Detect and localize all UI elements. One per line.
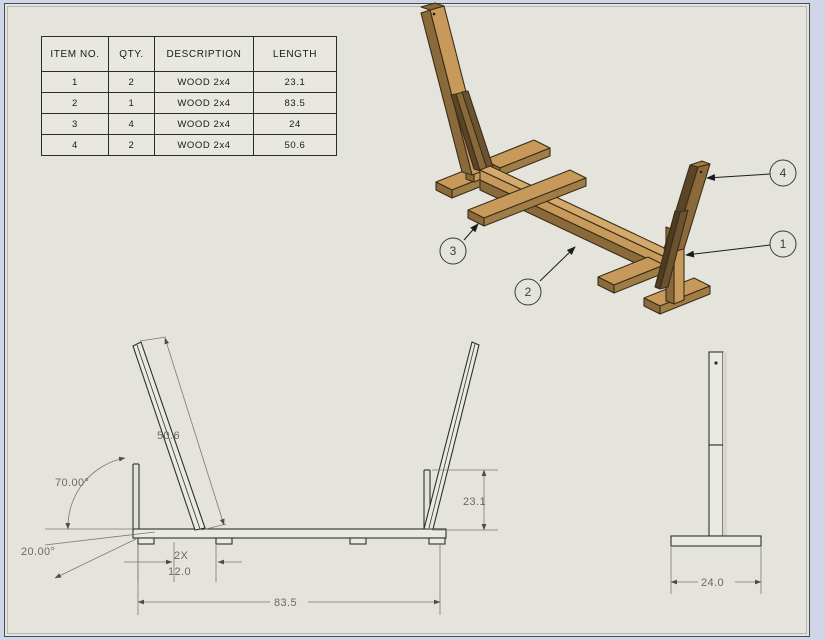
bom-cell-description: WOOD 2x4	[154, 92, 254, 114]
bom-header-qty: QTY.	[108, 36, 155, 72]
dimension-angle-20	[44, 531, 156, 579]
dim-12-0-label: 12.0	[168, 566, 191, 578]
balloon-3-circle[interactable]	[439, 237, 467, 265]
balloon-2-label: 2	[525, 285, 532, 299]
scroll-gutter-bottom[interactable]	[0, 637, 825, 640]
iso-part-brace-right	[654, 209, 689, 290]
front-foot-1	[137, 537, 155, 545]
balloon-1-circle[interactable]	[769, 230, 797, 258]
dimension-height-23-1	[432, 469, 498, 531]
isometric-assembly-view: 4 1 3 2	[420, 2, 797, 315]
bom-header-item-no: ITEM NO.	[41, 36, 109, 72]
bom-header-length: LENGTH	[253, 36, 337, 72]
iso-geometry	[420, 2, 711, 315]
side-base-board	[670, 535, 762, 547]
bom-header-description: DESCRIPTION	[154, 36, 254, 72]
dim-83-5-label: 83.5	[274, 597, 297, 609]
front-foot-3	[349, 537, 367, 545]
side-post-lower	[708, 444, 724, 537]
bom-cell-qty: 1	[108, 92, 155, 114]
front-foot-2	[215, 537, 233, 545]
bom-cell-qty: 2	[108, 134, 155, 156]
front-geometry	[132, 341, 480, 545]
bom-cell-item: 2	[41, 92, 109, 114]
bom-cell-length: 24	[253, 113, 337, 135]
scroll-gutter-right[interactable]	[812, 0, 825, 640]
balloon-4-leader	[706, 173, 771, 181]
dim-50-6-line	[164, 337, 225, 526]
dim-2x-label: 2X	[174, 550, 189, 562]
bom-cell-length: 50.6	[253, 134, 337, 156]
balloon-3-leader	[463, 223, 479, 241]
front-tilted-right	[423, 341, 480, 530]
side-fastener-mark	[714, 361, 718, 365]
iso-balloon-2[interactable]: 2	[514, 246, 576, 306]
dim-83-5-label-mask	[270, 593, 308, 609]
bom-cell-qty: 4	[108, 113, 155, 135]
dim-50-6-label: 50.6	[157, 430, 180, 442]
balloon-2-circle[interactable]	[514, 278, 542, 306]
front-foot-4	[428, 537, 446, 545]
dim-23-1-label: 23.1	[463, 496, 486, 508]
bill-of-materials-table: ITEM NO. QTY. DESCRIPTION LENGTH 1 2 WOO…	[41, 36, 337, 156]
bom-cell-description: WOOD 2x4	[154, 71, 254, 93]
balloon-1-label: 1	[780, 237, 787, 251]
dim-50-6-ext-top	[139, 336, 167, 342]
side-post-upper	[708, 351, 724, 446]
front-post-left	[132, 464, 140, 529]
table-row: 1 2 WOOD 2x4 23.1	[41, 71, 337, 93]
table-row: 2 1 WOOD 2x4 83.5	[41, 92, 337, 114]
balloon-2-leader	[539, 246, 576, 282]
angle-20-ref-line	[44, 531, 156, 546]
bom-header-row: ITEM NO. QTY. DESCRIPTION LENGTH	[41, 36, 337, 72]
bom-cell-length: 83.5	[253, 92, 337, 114]
bom-cell-item: 1	[41, 71, 109, 93]
balloon-4-circle[interactable]	[769, 159, 797, 187]
iso-part-3-crossboard-mid	[467, 169, 587, 227]
front-tilted-right-centerline	[428, 343, 476, 529]
table-row: 4 2 WOOD 2x4 50.6	[41, 134, 337, 156]
iso-balloon-1[interactable]: 1	[685, 230, 797, 258]
bom-cell-qty: 2	[108, 71, 155, 93]
balloon-4-label: 4	[780, 166, 787, 180]
balloon-1-leader	[685, 244, 771, 258]
side-post-shadow	[723, 352, 727, 536]
dim-24-label: 24.0	[701, 577, 724, 589]
bom-cell-description: WOOD 2x4	[154, 134, 254, 156]
iso-part-3-foot-right-front	[597, 256, 665, 294]
front-elevation-view: 70.00° 20.00° 50.6 23.1 2X	[21, 336, 498, 615]
side-elevation-view: 24.0	[670, 351, 762, 594]
bom-cell-description: WOOD 2x4	[154, 113, 254, 135]
iso-balloon-3[interactable]: 3	[439, 223, 479, 265]
bom-cell-length: 23.1	[253, 71, 337, 93]
angle-20-leader	[54, 538, 137, 579]
dimension-angle-70	[45, 456, 133, 530]
dimension-length-50-6	[139, 336, 227, 531]
table-row: 3 4 WOOD 2x4 24	[41, 113, 337, 135]
balloon-3-label: 3	[450, 244, 457, 258]
angle-70-arc	[65, 456, 126, 530]
dim-24-label-mask	[698, 573, 735, 589]
iso-balloon-4[interactable]: 4	[706, 159, 797, 187]
angle-70-label: 70.00°	[55, 477, 89, 489]
bom-cell-item: 3	[41, 113, 109, 135]
bom-cell-item: 4	[41, 134, 109, 156]
front-main-beam	[132, 528, 447, 539]
angle-20-label: 20.00°	[21, 546, 55, 558]
side-geometry	[670, 351, 762, 547]
